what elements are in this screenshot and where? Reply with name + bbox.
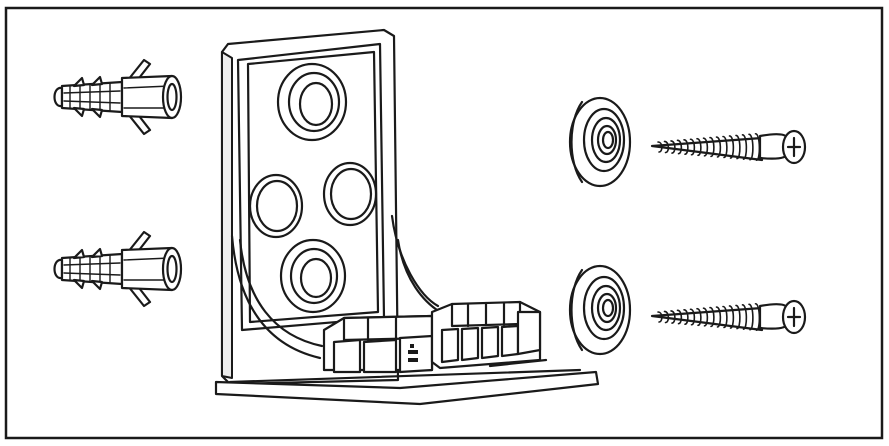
screw-1 — [650, 129, 807, 165]
terminal-block-left — [322, 314, 434, 374]
screw-thread — [748, 133, 754, 161]
screw-thread — [741, 134, 748, 160]
screw-thread — [696, 307, 702, 327]
screw-thread — [722, 135, 728, 159]
screw-thread — [689, 308, 696, 326]
screw-thread — [683, 309, 689, 325]
screw-thread — [754, 132, 761, 162]
screw-thread — [689, 138, 696, 156]
screw-thread — [709, 306, 715, 328]
figure-border — [4, 6, 884, 440]
wall-plug-1 — [53, 58, 183, 136]
screw-thread — [670, 140, 676, 154]
screw-thread — [728, 135, 735, 159]
screw-2 — [650, 299, 807, 335]
screw-thread — [709, 136, 715, 158]
screw-thread — [657, 141, 663, 153]
terminal-block-right — [430, 300, 548, 370]
mounting-bracket — [214, 28, 600, 406]
screw-thread — [715, 136, 722, 158]
screw-thread — [663, 310, 670, 324]
screw-thread — [735, 304, 741, 330]
screw-thread — [748, 303, 754, 331]
screw-thread — [670, 310, 676, 324]
washer-2 — [568, 264, 632, 356]
screw-thread — [741, 304, 748, 330]
washer-1 — [568, 96, 632, 188]
screw-thread — [735, 134, 741, 160]
wall-plug-2 — [53, 230, 183, 308]
screw-thread — [715, 306, 722, 328]
screw-thread — [702, 137, 709, 157]
screw-thread — [683, 139, 689, 155]
screw-thread — [728, 305, 735, 329]
screw-thread — [676, 139, 683, 155]
screw-thread — [696, 137, 702, 157]
screw-thread — [702, 307, 709, 327]
screw-thread — [722, 305, 728, 329]
screw-thread — [657, 311, 663, 323]
screw-thread — [754, 302, 761, 332]
screw-thread — [676, 309, 683, 325]
screw-thread — [663, 140, 670, 154]
